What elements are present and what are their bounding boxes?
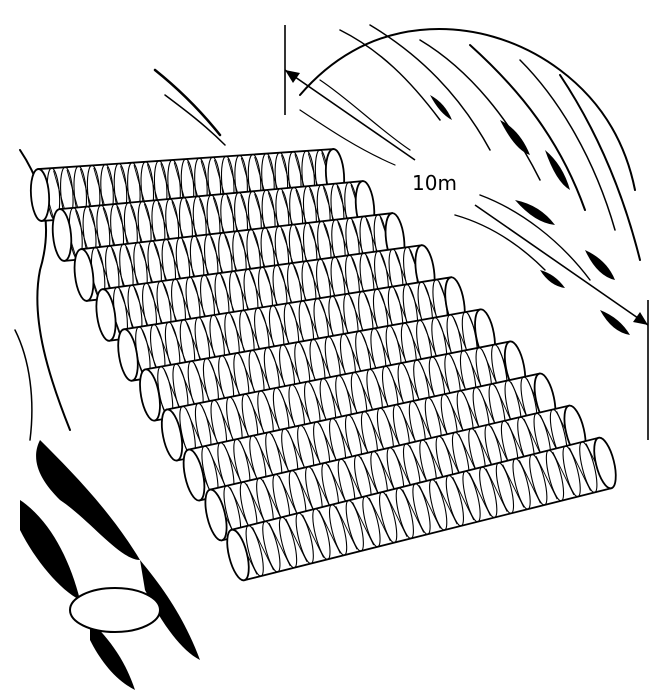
dimension-arrow-left [285,70,300,83]
hillside-shading [430,95,630,335]
dimension-line-lower [474,204,649,326]
dimension-line-upper [284,69,416,161]
dimension-label: 10m [412,171,457,195]
gabion-roll [226,436,617,582]
dimension-arrow-right [633,312,648,325]
gabion-rolls [29,148,617,582]
trench-shading [20,440,200,690]
hillside-slope [299,24,641,281]
boulder [69,587,161,633]
